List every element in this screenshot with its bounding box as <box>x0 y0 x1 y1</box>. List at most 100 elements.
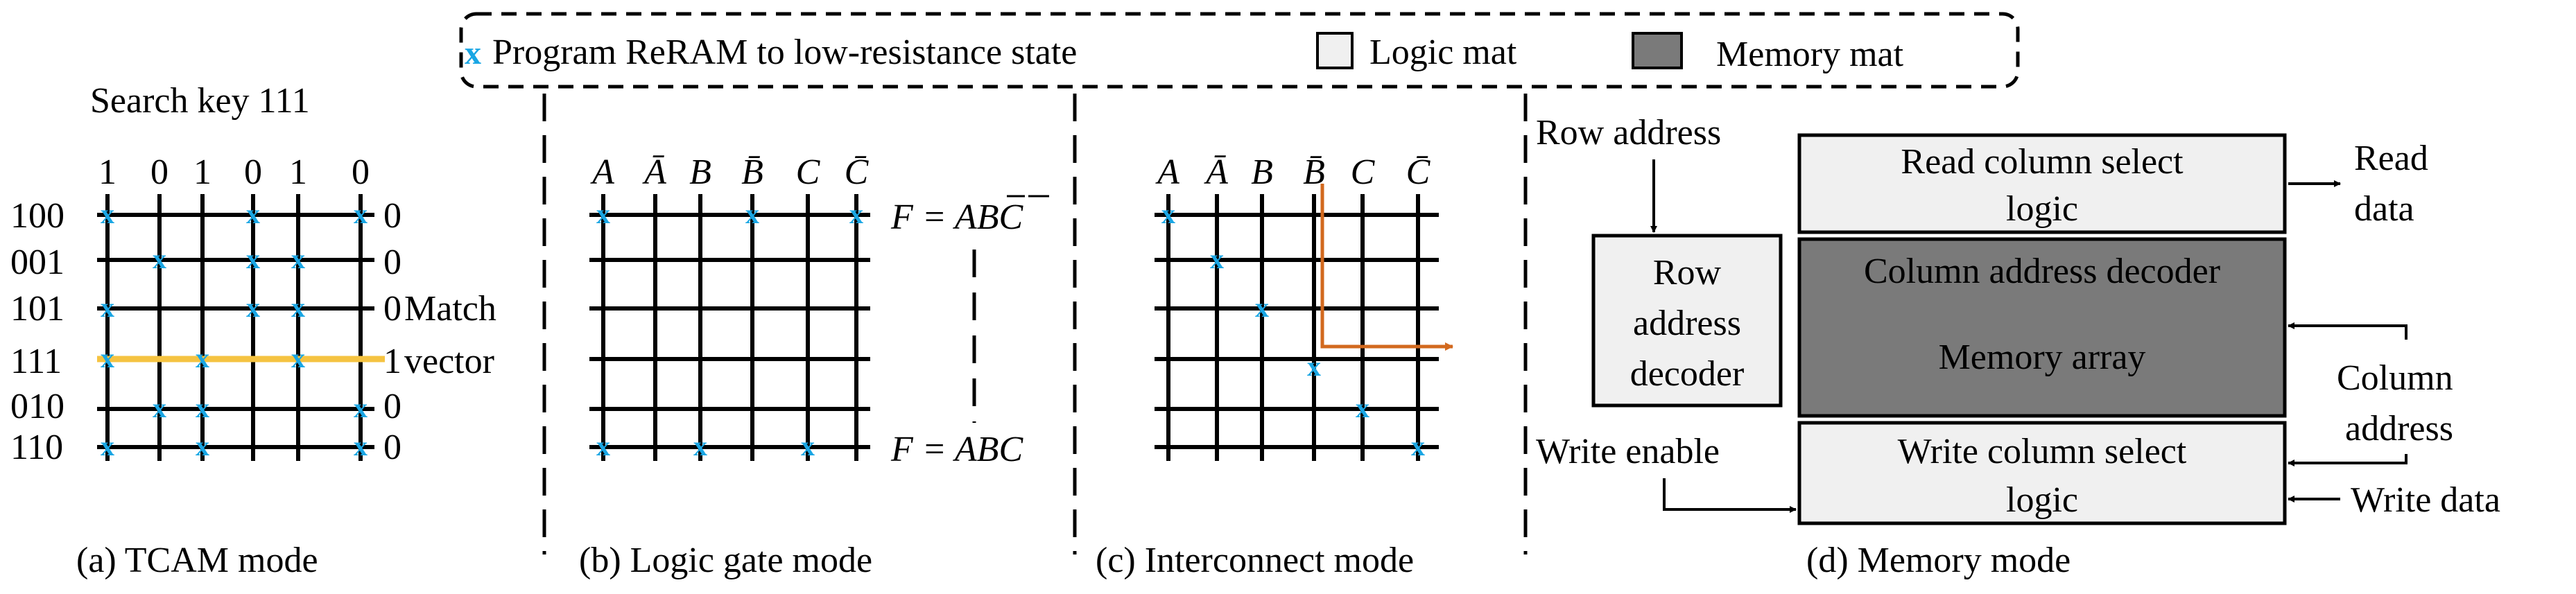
x-marker-icon: x <box>246 292 260 323</box>
x-marker-icon: x <box>801 430 815 462</box>
column-address-arrow <box>2288 322 2408 340</box>
write-select-text-1: Write column select <box>1898 432 2187 471</box>
x-marker-icon: x <box>596 430 610 462</box>
row-decoder-text-1: Row <box>1653 253 1722 292</box>
logic-col-label: C <box>796 152 821 192</box>
logic-col-label: B̄ <box>741 152 763 192</box>
memory-array-text: Memory array <box>1939 338 2146 377</box>
read-select-text-1: Read column select <box>1901 142 2184 182</box>
tcam-col-labels: 1 0 1 0 1 0 <box>98 152 370 192</box>
interconnect-panel: A Ā B B̄ C C̄ x x x x x x <box>1096 152 1453 580</box>
logic-col-label: A <box>590 152 614 192</box>
logic-col-label: B <box>689 152 711 192</box>
x-marker-icon: x <box>745 198 759 229</box>
x-marker-icon: x <box>153 392 166 423</box>
column-address-label-1: Column <box>2337 358 2453 398</box>
tcam-caption: (a) TCAM mode <box>76 541 318 580</box>
memory-mat-swatch <box>1632 32 1683 69</box>
column-decoder-text: Column address decoder <box>1864 252 2220 291</box>
tcam-col-label: 0 <box>352 152 370 192</box>
logic-grid <box>589 194 870 461</box>
tcam-output: 0 <box>383 387 401 426</box>
read-data-label-1: Read <box>2354 139 2428 178</box>
x-marker-icon: x <box>196 342 209 374</box>
tcam-output: 0 <box>383 289 401 329</box>
tcam-row-label: 010 <box>10 387 64 426</box>
tcam-row-labels: 100 001 101 111 010 110 <box>10 196 64 467</box>
vector-label: vector <box>404 342 494 381</box>
logic-panel: A Ā B B̄ C C̄ x x x x x x <box>579 152 1049 580</box>
row-decoder-text-2: address <box>1633 304 1741 343</box>
x-marker-icon: x <box>1161 198 1175 229</box>
logic-equation-2: F = ABC <box>890 430 1023 469</box>
tcam-outputs: 0 0 0 1 0 0 <box>383 196 401 467</box>
x-marker-icon: x <box>693 430 707 462</box>
x-marker-icon: x <box>101 292 114 323</box>
row-address-label: Row address <box>1536 113 1721 152</box>
tcam-col-label: 1 <box>193 152 211 192</box>
interconnect-caption: (c) Interconnect mode <box>1096 541 1414 580</box>
x-marker-icon: x <box>246 198 260 229</box>
read-select-text-2: logic <box>2006 189 2078 229</box>
x-marker-icon: x <box>1307 351 1321 382</box>
x-marker-icon: x <box>354 198 368 229</box>
ic-col-label: Ā <box>1204 152 1228 192</box>
tcam-col-label: 1 <box>98 152 116 192</box>
tcam-panel: Search key 111 1 0 1 0 1 0 100 001 101 1… <box>10 81 496 580</box>
logic-caption: (b) Logic gate mode <box>579 541 872 580</box>
write-select-block <box>1797 421 2287 525</box>
x-marker-icon: x <box>246 243 260 274</box>
x-marker-icon: x <box>291 342 305 374</box>
x-marker-icon: x <box>1356 392 1369 423</box>
tcam-row-label: 001 <box>10 243 64 282</box>
logic-col-labels: A Ā B B̄ C C̄ <box>590 152 870 192</box>
tcam-col-label: 1 <box>289 152 307 192</box>
logic-mat-swatch <box>1316 32 1354 69</box>
ic-markers: x x x x x x <box>1161 198 1425 462</box>
column-address-label-2: address <box>2345 409 2453 448</box>
tcam-output: 0 <box>383 428 401 467</box>
logic-equation-1: F = ABC <box>890 198 1023 237</box>
logic-markers: x x x x x x <box>596 198 863 462</box>
write-enable-arrow <box>1663 478 1797 513</box>
write-enable-label: Write enable <box>1536 432 1720 471</box>
x-marker-icon: x <box>1255 292 1269 323</box>
x-marker-icon: x <box>291 243 305 274</box>
x-marker-icon: x <box>1411 430 1425 462</box>
x-marker-icon: x <box>196 392 209 423</box>
x-marker-icon: x <box>465 35 481 71</box>
tcam-title: Search key 111 <box>90 81 310 121</box>
read-select-block <box>1797 133 2287 234</box>
ic-col-label: C̄ <box>1406 152 1431 192</box>
x-marker-icon: x <box>101 342 114 374</box>
ic-col-label: A <box>1155 152 1179 192</box>
x-marker-icon: x <box>153 243 166 274</box>
tcam-row-label: 100 <box>10 196 64 236</box>
memory-array-block <box>1797 237 2287 418</box>
logic-col-label: C̄ <box>845 152 870 192</box>
legend-x-label: Program ReRAM to low-resistance state <box>492 33 1077 72</box>
x-marker-icon: x <box>354 392 368 423</box>
legend-frame <box>459 12 2020 89</box>
ic-col-label: C <box>1351 152 1376 192</box>
ic-col-label: B <box>1251 152 1273 192</box>
ic-grid <box>1155 194 1439 461</box>
x-marker-icon: x <box>196 430 209 462</box>
write-select-text-2: logic <box>2006 480 2078 520</box>
tcam-markers: x x x x x x x x x x x x x x x x x x <box>101 198 368 462</box>
ic-col-labels: A Ā B B̄ C C̄ <box>1155 152 1431 192</box>
legend-logic-label: Logic mat <box>1369 33 1517 72</box>
tcam-grid <box>97 194 374 461</box>
x-marker-icon: x <box>354 430 368 462</box>
read-data-label-2: data <box>2354 189 2414 229</box>
x-marker-icon: x <box>1210 243 1224 274</box>
x-marker-icon: x <box>101 430 114 462</box>
x-marker-icon: x <box>291 292 305 323</box>
tcam-row-label: 110 <box>10 428 63 467</box>
tcam-output: 0 <box>383 243 401 282</box>
tcam-row-label: 111 <box>10 342 62 381</box>
row-decoder-text-3: decoder <box>1630 354 1745 394</box>
tcam-output: 1 <box>383 342 401 381</box>
legend-memory-label: Memory mat <box>1716 35 1904 74</box>
tcam-output: 0 <box>383 196 401 236</box>
